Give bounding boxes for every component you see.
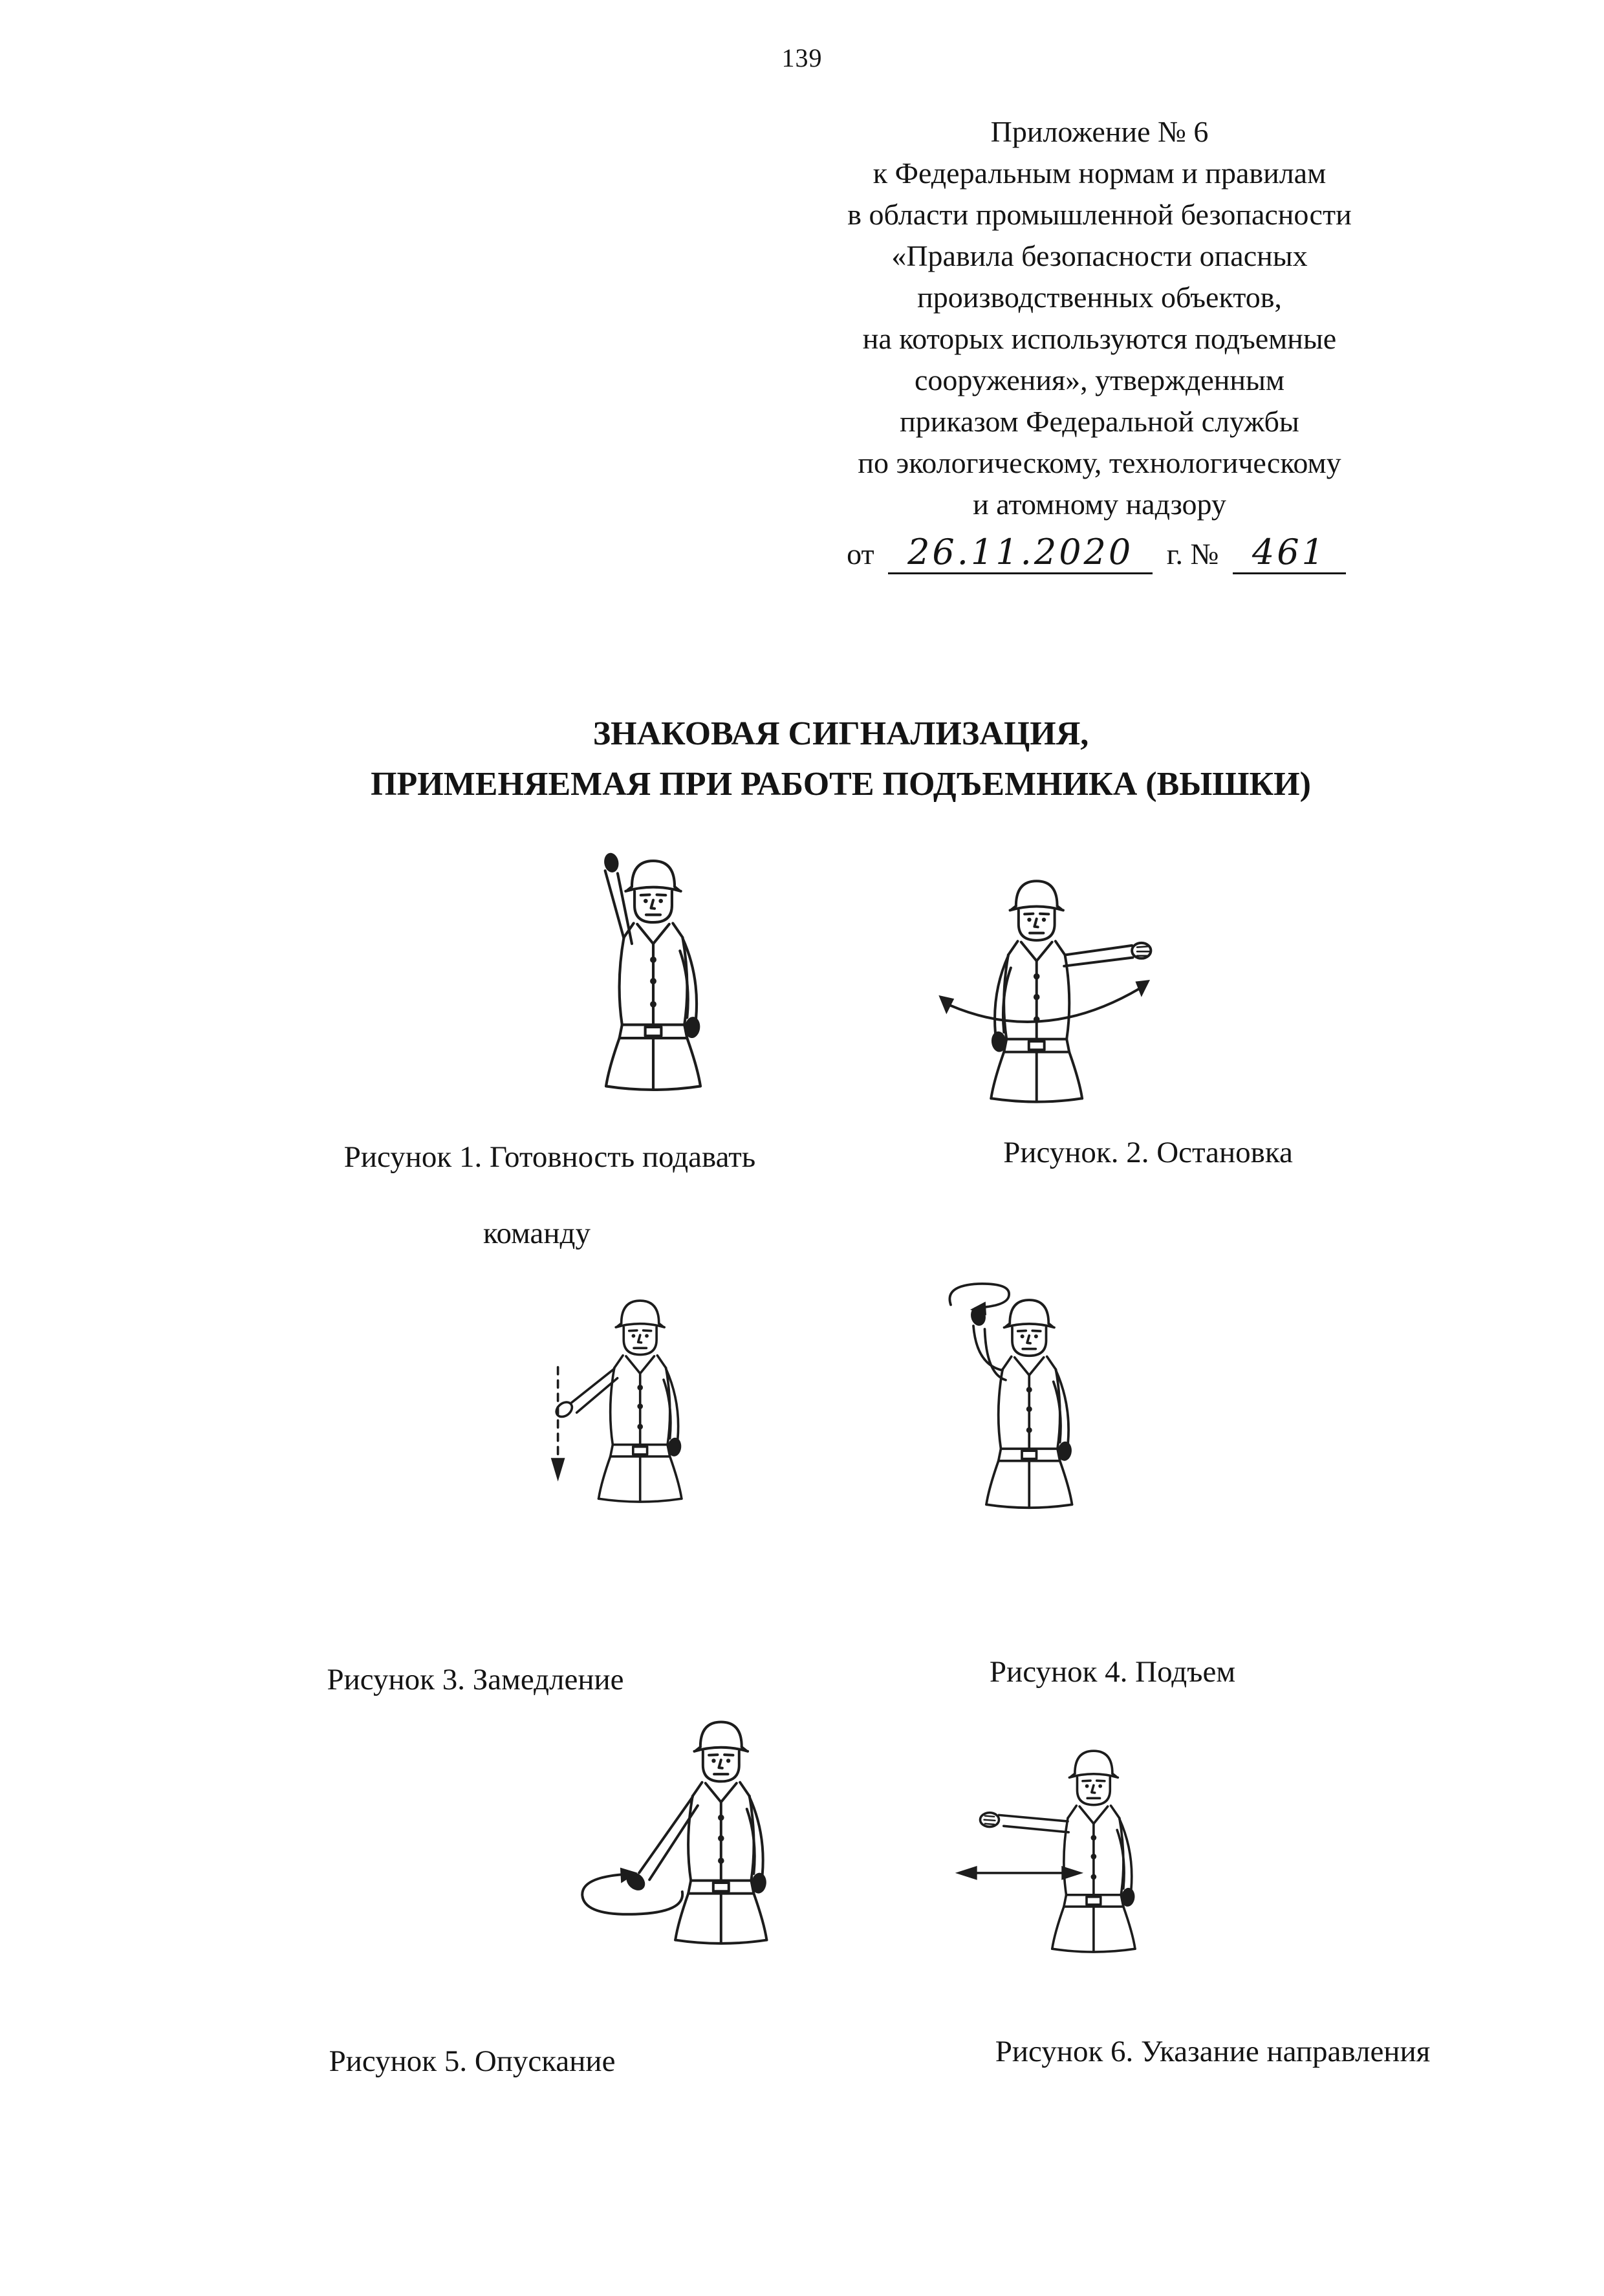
figure-6-signalman-illustration [955,1749,1137,1953]
handwritten-date-underline: 26.11.2020 [888,534,1153,574]
signalman-arm-extended-horizontal [979,1811,1070,1834]
figure-4-signalman-illustration [948,1283,1074,1510]
down-motion-dashed-arrow [550,1366,565,1482]
header-line: приказом Федеральной службы [900,405,1299,438]
figure-5-caption: Рисунок 5. Опускание [329,2044,616,2078]
document-title: ЗНАКОВАЯ СИГНАЛИЗАЦИЯ, ПРИМЕНЯЕМАЯ ПРИ Р… [194,709,1488,810]
header-line: к Федеральным нормам и правилам [872,157,1327,190]
signalman-arm-extended-horizontal [1063,941,1153,968]
header-line: сооружения», утвержденным [914,363,1284,396]
header-line: на которых используются подъемные [862,322,1337,355]
signalman-arm-raised-up [603,852,634,946]
header-line: производственных объектов, [917,281,1282,314]
header-line: Приложение № 6 [990,115,1209,148]
date-middle: г. № [1166,537,1219,570]
document-title-line1: ЗНАКОВАЯ СИГНАЛИЗАЦИЯ, [592,715,1089,752]
figure-2-caption: Рисунок. 2. Остановка [1003,1136,1293,1169]
figure-1-caption-line2: команду [483,1217,591,1250]
figure-4-caption: Рисунок 4. Подъем [989,1655,1236,1689]
circular-motion-arrow [581,1867,684,1916]
swing-arc-double-arrow [938,980,1151,1023]
date-and-number-line: от 26.11.2020 г. № 461 [724,534,1475,574]
circular-motion-arrow [948,1283,1010,1316]
figure-2-signalman-illustration [938,880,1153,1103]
figure-6-caption: Рисунок 6. Указание направления [995,2035,1431,2068]
date-prefix: от [847,537,874,570]
document-title-line2: ПРИМЕНЯЕМАЯ ПРИ РАБОТЕ ПОДЪЕМНИКА (ВЫШКИ… [371,766,1311,803]
figure-1-caption: Рисунок 1. Готовность подавать [343,1140,756,1174]
handwritten-number: 461 [1252,532,1327,572]
handwritten-number-underline: 461 [1232,532,1346,574]
header-line: «Правила безопасности опасных [891,239,1308,272]
signalman-arm-raised-bent [971,1306,1007,1381]
direction-double-arrow [955,1866,1084,1880]
figure-5-signalman-illustration [581,1720,769,1945]
figure-3-signalman-illustration [550,1299,684,1503]
signalman-arm-lowered-forward [555,1367,619,1418]
handwritten-date: 26.11.2020 [907,532,1134,572]
page-number: 139 [781,43,823,72]
figure-1-signalman-illustration [603,852,769,1134]
figure-3-caption: Рисунок 3. Замедление [327,1663,624,1696]
header-line: в области промышленной безопасности [847,198,1352,231]
header-line: и атомному надзору [973,488,1226,521]
signalman-arm-lowered-down [626,1795,699,1890]
appendix-header-block: Приложение № 6 к Федеральным нормам и пр… [724,111,1475,525]
header-line: по экологическому, технологическому [858,446,1341,479]
